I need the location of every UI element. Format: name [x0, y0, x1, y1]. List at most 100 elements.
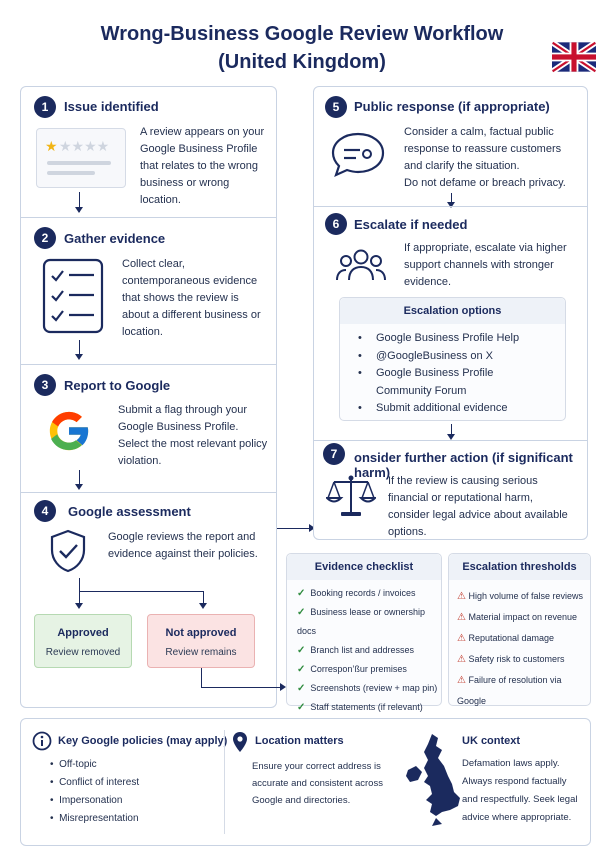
step-1-number: 1 [34, 96, 56, 118]
shield-check-icon [48, 528, 88, 574]
step-3-text: Submit a flag through your Google Busine… [118, 404, 268, 467]
branch-stem [79, 578, 80, 592]
step-1-text: A review appears on your Google Business… [140, 126, 265, 206]
policies-title: Key Google policies (may apply) [58, 735, 228, 747]
check-icon: ✓ [297, 664, 306, 675]
escalation-thresholds-title: Escalation thresholds [449, 554, 590, 580]
check-icon: ✓ [297, 645, 306, 656]
evidence-checklist-box: Evidence checklist ✓ Booking records / i… [286, 553, 442, 713]
check-icon: ✓ [297, 607, 306, 618]
arrow-1-2 [79, 192, 80, 212]
step-1-title: Issue identified [64, 99, 159, 114]
escalation-thresholds-list: ⚠ High volume of false reviews ⚠ Materia… [449, 580, 590, 711]
scales-icon [324, 472, 378, 518]
warning-icon: ⚠ [457, 633, 466, 644]
warning-icon: ⚠ [457, 675, 466, 686]
connector-arrowhead [280, 683, 286, 691]
escalation-options-box: Escalation options •Google Business Prof… [339, 297, 566, 421]
google-logo-icon [44, 406, 94, 456]
threshold-item: ⚠ Safety risk to customers [457, 654, 565, 665]
left-column-panel [20, 86, 277, 708]
arrowhead-5-6 [447, 202, 455, 208]
arrowhead-not-approved [199, 603, 207, 609]
evidence-item: ✓ Screenshots (review + map pin) [297, 683, 438, 694]
evidence-item: ✓ Business lease or ownership docs [297, 607, 425, 636]
page-title: Wrong-Business Google Review Workflow (U… [0, 20, 604, 76]
title-line-1: Wrong-Business Google Review Workflow [100, 23, 504, 45]
step-5-text: Consider a calm, factual public response… [404, 124, 580, 192]
arrowhead-6-7 [447, 434, 455, 440]
evidence-checklist-list: ✓ Booking records / invoices ✓ Business … [287, 580, 441, 717]
uk-flag-icon [552, 40, 596, 74]
escalation-options-list: •Google Business Profile Help •@GoogleBu… [340, 324, 565, 418]
step-6-title: Escalate if needed [354, 217, 468, 232]
escalation-options-title: Escalation options [340, 298, 565, 324]
connector-right [201, 687, 281, 688]
warning-icon: ⚠ [457, 654, 466, 665]
branch-bar [79, 591, 203, 592]
check-icon: ✓ [297, 683, 306, 694]
divider-3 [20, 492, 277, 493]
svg-text:★: ★ [45, 139, 58, 155]
evidence-checklist-title: Evidence checklist [287, 554, 441, 580]
arrowhead-2-3 [75, 354, 83, 360]
divider-6 [313, 440, 588, 441]
branch-left [79, 591, 80, 605]
warning-icon: ⚠ [457, 591, 466, 602]
warning-icon: ⚠ [457, 612, 466, 623]
svg-text:★★★★: ★★★★ [59, 139, 109, 155]
uk-context-text: Defamation laws apply. Always respond fa… [462, 758, 578, 823]
threshold-item: ⚠ Material impact on revenue [457, 612, 578, 623]
star-review-icon: ★ ★★★★ [36, 128, 126, 188]
approved-box: Approved Review removed [34, 614, 132, 668]
step-7-title: onsider further action (if significant h… [354, 450, 573, 480]
step-3-title: Report to Google [64, 378, 171, 393]
threshold-item: ⚠ Failure of resolution via Google [457, 675, 562, 706]
arrow-3-4 [79, 470, 80, 488]
policy-item: • Misrepresentation [50, 813, 139, 824]
speech-bubble-icon [330, 130, 386, 178]
evidence-item: ✓ Booking records / invoices [297, 588, 416, 599]
location-pin-icon [232, 731, 248, 753]
uk-map-icon [402, 732, 464, 830]
step-2-number: 2 [34, 227, 56, 249]
approved-text: Review removed [45, 647, 121, 658]
threshold-item: ⚠ Reputational damage [457, 633, 555, 644]
connector-down [201, 668, 202, 688]
location-title: Location matters [255, 735, 344, 747]
checklist-icon [42, 258, 104, 334]
step-5-text-note: Do not defame or breach privacy. [404, 177, 566, 189]
threshold-item: ⚠ High volume of false reviews [457, 591, 584, 602]
evidence-item: ✓ Staff statements (if relevant) [297, 702, 423, 713]
step-4-text: Google reviews the report and evidence a… [108, 531, 258, 560]
not-approved-text: Review remains [165, 647, 237, 658]
policy-item: • Conflict of interest [50, 777, 140, 788]
step-3-number: 3 [34, 374, 56, 396]
uk-context-title: UK context [462, 735, 521, 747]
escalation-option: •@GoogleBusiness on X [358, 349, 493, 362]
approved-title: Approved [57, 627, 109, 639]
escalation-option: •Google Business Profile Community Forum [358, 367, 494, 397]
not-approved-title: Not approved [165, 627, 237, 639]
evidence-item: ✓ Branch list and addresses [297, 645, 414, 656]
step-5-text-main: Consider a calm, factual public response… [404, 126, 562, 172]
escalation-thresholds-box: Escalation thresholds ⚠ High volume of f… [448, 553, 591, 706]
step-2-title: Gather evidence [64, 231, 166, 246]
step-6-text: If appropriate, escalate via higher supp… [404, 242, 567, 288]
divider-2 [20, 364, 277, 365]
location-text: Ensure your correct address is accurate … [252, 761, 383, 806]
step-5-title: Public response (if appropriate) [354, 99, 550, 114]
step-7-number: 7 [323, 443, 345, 465]
connector-4-7-arrowhead [309, 524, 315, 532]
people-icon [336, 246, 386, 286]
info-icon [32, 731, 52, 751]
divider-5 [313, 206, 588, 207]
evidence-item: ✓ Correspon’ßur premises [297, 664, 407, 675]
not-approved-box: Not approved Review remains [147, 614, 255, 668]
step-5-number: 5 [325, 96, 347, 118]
escalation-option: •Google Business Profile Help [358, 332, 520, 344]
escalation-option: •Submit additional evidence [358, 402, 508, 414]
footer-divider-1 [224, 730, 225, 834]
check-icon: ✓ [297, 588, 306, 599]
arrow-5-6 [451, 193, 452, 205]
